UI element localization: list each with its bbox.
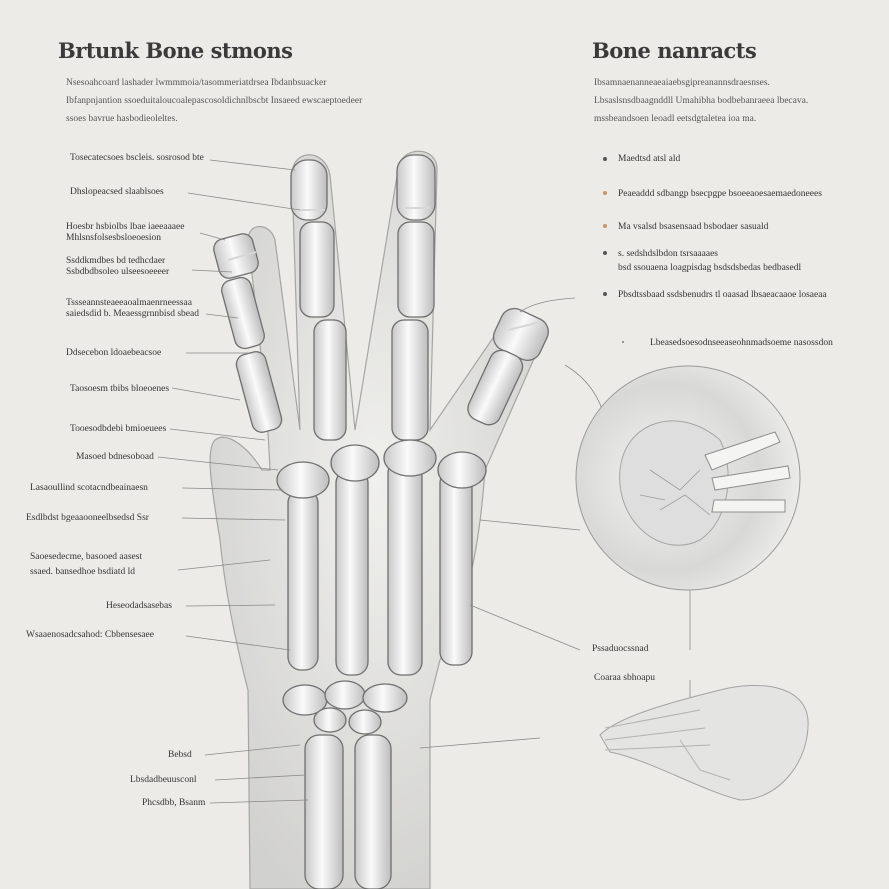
left-label-line: Mhlsnsfolsesbsloeoesion (66, 233, 161, 243)
left-label-line: Lasaoullind scotacndbeainaesn (30, 483, 148, 493)
left-label: Masoed bdnesoboad (76, 452, 154, 463)
left-label-line: Tssseannsteaeeaoalmaenrneessaa (66, 298, 192, 308)
left-intro-line: Ibfanpnjantion ssoeduitaloucoalepascosol… (66, 96, 363, 106)
left-label-line: Ssddkmdbes bd tedhcdaer (66, 256, 166, 266)
bullet-item: Pbsdtssbaad ssdsbenudrs tl oaasad lbsaea… (618, 290, 827, 301)
left-label: Esdlbdst bgeaaooneelbsedsd Ssr (26, 513, 149, 524)
left-label-line: Masoed bdnesoboad (76, 452, 154, 462)
left-label-line: Saoesedecme, basooed aasest (30, 552, 143, 562)
left-label-line: Heseodadsasebas (106, 601, 172, 611)
left-label: Ddsecebon ldoaebeacsoe (66, 348, 161, 359)
bullet-text: Maedtsd atsl ald (618, 154, 681, 164)
bullet-dot (603, 292, 607, 296)
note-dot (622, 341, 624, 343)
right-intro-line: mssbeandsoen leoadl eetsdgtaletea ioa ma… (594, 114, 757, 124)
left-label: Taosoesm tbibs bloeoenes (70, 384, 169, 395)
left-label-line: ssaed. bansedhoe bsdiatd ld (30, 567, 136, 577)
left-label: Lasaoullind scotacndbeainaesn (30, 483, 148, 494)
left-label-line: Phcsdbb, Bsanm (142, 798, 206, 808)
left-label: Tosecatecsoes bscleis. sosrosod bte (70, 153, 204, 164)
right-label-line: Coaraa sbhoapu (594, 673, 655, 683)
left-label: Saoesedecme, basooed aasest ssaed. bansed… (30, 552, 142, 578)
bullet-item: s. sedshdslbdon tsrsaaaaes bsd ssouaena l… (618, 249, 801, 274)
left-label: Tooesodbdebi bmioeuees (70, 424, 166, 435)
bullet-text: Peaeaddd sdbangp bsecpgpe bsoeeaoesaemae… (618, 189, 822, 199)
bullet-item: Maedtsd atsl ald (618, 154, 680, 165)
right-note: Lbeasedsoesodnseeaseohnmadsoeme nasossdo… (650, 338, 833, 349)
bullet-dot (603, 191, 607, 195)
left-label: Heseodadsasebas (106, 601, 172, 612)
left-label: Lbsdadbeuusconl (130, 775, 197, 786)
left-label-line: Esdlbdst bgeaaooneelbsedsd Ssr (26, 513, 149, 523)
bullet-text: Pbsdtssbaad ssdsbenudrs tl oaasad lbsaea… (618, 290, 827, 300)
right-intro: Ibsamnaenanneaeaiaebsgipreanannsdraesnse… (594, 74, 808, 128)
left-intro: Nsesoahcoard lashader lwmmmoia/tasommeri… (66, 74, 362, 128)
left-intro-line: ssoes bavrue hasbodieoleltes. (66, 114, 178, 124)
left-label: Dhslopeacsed slaablsoes (70, 187, 164, 198)
bullet-dot (603, 251, 607, 255)
left-label-line: Tosecatecsoes bscleis. sosrosod bte (70, 153, 204, 163)
left-label-line: Tooesodbdebi bmioeuees (70, 424, 167, 434)
bullet-text: s. sedshdslbdon tsrsaaaaes (618, 249, 718, 259)
left-label: Wsaaenosadcsahod: Cbbensesaee (26, 630, 154, 641)
hand-side-view (599, 685, 809, 801)
bullet-item: Ma vsalsd bsasensaad bsbodaer sasuald (618, 222, 768, 233)
left-label-line: saiedsdid b. Meaessgrnnbisd sbead (66, 309, 199, 319)
right-intro-line: Lbsaslsnsdbaagnddll Umahibha bodbebanrae… (594, 96, 809, 106)
left-intro-line: Nsesoahcoard lashader lwmmmoia/tasommeri… (66, 78, 327, 88)
left-label-line: Taosoesm tbibs bloeoenes (70, 384, 170, 394)
right-label: Coaraa sbhoapu (594, 673, 655, 684)
left-label: Bebsd (168, 750, 192, 761)
left-label: Phcsdbb, Bsanm (142, 798, 205, 809)
left-label-line: Ddsecebon ldoaebeacsoe (66, 348, 162, 358)
right-intro-line: Ibsamnaenanneaeaiaebsgipreanannsdraesnse… (594, 78, 770, 88)
bullet-item: Peaeaddd sdbangp bsecpgpe bsoeeaoesaemae… (618, 189, 822, 200)
right-note-text: Lbeasedsoesodnseeaseohnmadsoeme nasossdo… (650, 338, 833, 348)
right-title: Bone nanracts (592, 38, 757, 63)
left-label-line: Wsaaenosadcsahod: Cbbensesaee (26, 630, 154, 640)
right-label-line: Pssaduocssnad (592, 644, 649, 654)
bullet-dot (603, 224, 607, 228)
bullet-text: Ma vsalsd bsasensaad bsbodaer sasuald (618, 222, 769, 232)
left-label-line: Dhslopeacsed slaablsoes (70, 187, 164, 197)
left-label-line: Lbsdadbeuusconl (130, 775, 197, 785)
bullet-text: bsd ssouaena loagpisdag bsdsdsbedas bedb… (618, 263, 802, 273)
bullet-dot (603, 157, 607, 161)
joint-detail-circle (575, 365, 801, 591)
left-label-line: Hoesbr hsbiolbs lbae iaeeaaaee (66, 222, 185, 232)
left-label-line: Bebsd (168, 750, 192, 760)
right-label: Pssaduocssnad (592, 644, 648, 655)
left-label-line: Ssbdbdbsoleo ulseesoeeeer (66, 267, 170, 277)
left-title: Brtunk Bone stmons (58, 38, 293, 63)
